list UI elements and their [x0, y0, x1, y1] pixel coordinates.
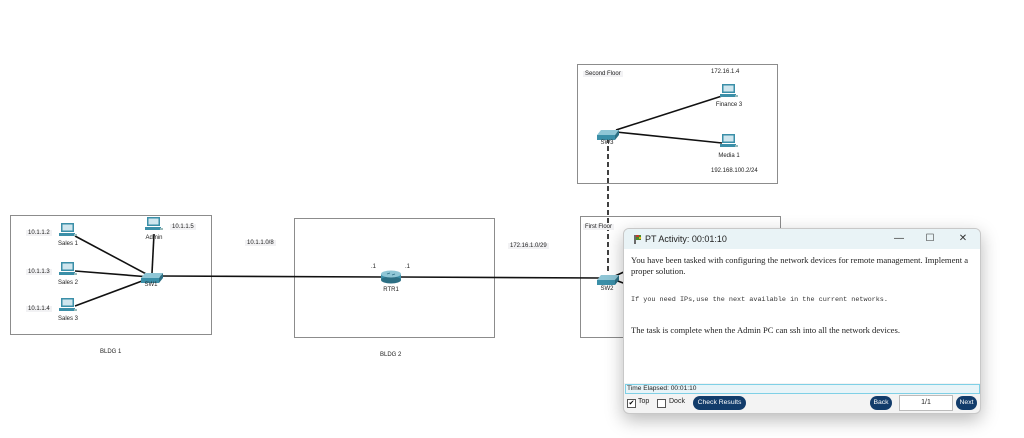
device-label-admin: Admin — [145, 235, 163, 241]
interface-label-rtr1-right: .1 — [405, 264, 411, 270]
device-label-sales1: Sales 1 — [57, 241, 79, 247]
area-second-floor[interactable] — [577, 64, 778, 184]
link-rtr1-sw2[interactable] — [399, 276, 601, 279]
device-sales3[interactable] — [59, 297, 77, 318]
dock-checkbox[interactable] — [657, 399, 666, 408]
device-sw1[interactable] — [141, 270, 163, 288]
link-sw1-rtr1[interactable] — [159, 275, 383, 278]
pc-icon — [59, 298, 77, 311]
window-title: PT Activity: 00:01:10 — [645, 234, 727, 244]
page-indicator[interactable]: 1/1 — [899, 395, 953, 411]
close-button[interactable]: ✕ — [958, 233, 968, 244]
switch-icon — [141, 273, 163, 283]
top-checkbox-label: Top — [638, 398, 650, 405]
window-footer: ✔ Top Dock Check Results Back 1/1 Next — [624, 395, 980, 413]
next-button[interactable]: Next — [956, 396, 977, 410]
device-label-sw1: SW1 — [144, 282, 158, 288]
ip-label-media1: 192.168.100.2/24 — [711, 168, 758, 174]
device-sw2[interactable] — [597, 272, 619, 290]
device-sw3[interactable] — [597, 127, 619, 145]
pt-activity-icon — [634, 235, 641, 244]
switch-icon — [597, 275, 619, 285]
instruction-paragraph-3: The task is complete when the Admin PC c… — [631, 325, 900, 335]
minimize-button[interactable]: — — [894, 233, 904, 244]
area-label-first-floor: First Floor — [583, 224, 614, 230]
device-sales1[interactable] — [59, 222, 77, 243]
ip-label-finance3: 172.16.1.4 — [711, 69, 740, 75]
ip-label-sales3: 10.1.1.4 — [26, 306, 52, 312]
top-checkbox[interactable]: ✔ — [627, 399, 636, 408]
link-sales1-sw1[interactable] — [74, 235, 151, 277]
device-label-sw2: SW2 — [600, 286, 614, 292]
link-sw3-media1[interactable] — [615, 131, 723, 144]
device-label-media1: Media 1 — [718, 153, 740, 159]
network-label-lan2: 172.16.1.0/29 — [508, 243, 549, 249]
check-results-button[interactable]: Check Results — [693, 396, 746, 410]
instruction-paragraph-2: If you need IPs,use the next available i… — [631, 296, 888, 304]
device-label-finance3: Finance 3 — [715, 102, 743, 108]
back-button[interactable]: Back — [870, 396, 892, 410]
pc-icon — [720, 84, 738, 97]
device-label-sw3: SW3 — [600, 140, 614, 146]
pc-icon — [59, 223, 77, 236]
device-admin[interactable] — [145, 216, 163, 237]
instructions-panel[interactable]: You have been tasked with configuring th… — [624, 249, 980, 383]
area-label-bldg1: BLDG 1 — [100, 349, 122, 355]
interface-label-rtr1-left: .1 — [371, 264, 377, 270]
device-label-rtr1: RTR1 — [383, 287, 399, 293]
pc-icon — [720, 134, 738, 147]
area-label-second-floor: Second Floor — [583, 71, 623, 77]
time-elapsed-bar: Time Elapsed: 00:01:10 — [625, 384, 980, 394]
pc-icon — [145, 217, 163, 230]
link-admin-sw1[interactable] — [151, 233, 155, 274]
pc-icon — [59, 262, 77, 275]
device-sales2[interactable] — [59, 261, 77, 282]
link-sales3-sw1[interactable] — [74, 277, 151, 307]
pt-activity-window[interactable]: PT Activity: 00:01:10 — ☐ ✕ You have bee… — [623, 228, 981, 414]
device-finance3[interactable] — [720, 83, 738, 104]
device-media1[interactable] — [720, 133, 738, 154]
ip-label-sales1: 10.1.1.2 — [26, 230, 52, 236]
link-sw3-finance3[interactable] — [615, 95, 723, 131]
dock-checkbox-label: Dock — [669, 398, 685, 405]
maximize-button[interactable]: ☐ — [925, 233, 935, 244]
device-label-sales3: Sales 3 — [57, 316, 79, 322]
network-label-lan1: 10.1.1.0/8 — [245, 240, 276, 246]
link-sales2-sw1[interactable] — [74, 270, 151, 278]
device-rtr1[interactable] — [381, 270, 401, 289]
ip-label-sales2: 10.1.1.3 — [26, 269, 52, 275]
switch-icon — [597, 130, 619, 140]
router-icon — [381, 270, 401, 284]
ip-label-admin: 10.1.1.5 — [170, 224, 196, 230]
area-bldg1[interactable] — [10, 215, 212, 335]
area-label-bldg2: BLDG 2 — [380, 352, 402, 358]
device-label-sales2: Sales 2 — [57, 280, 79, 286]
instruction-paragraph-1: You have been tasked with configuring th… — [631, 255, 969, 276]
window-titlebar[interactable]: PT Activity: 00:01:10 — ☐ ✕ — [624, 229, 980, 249]
